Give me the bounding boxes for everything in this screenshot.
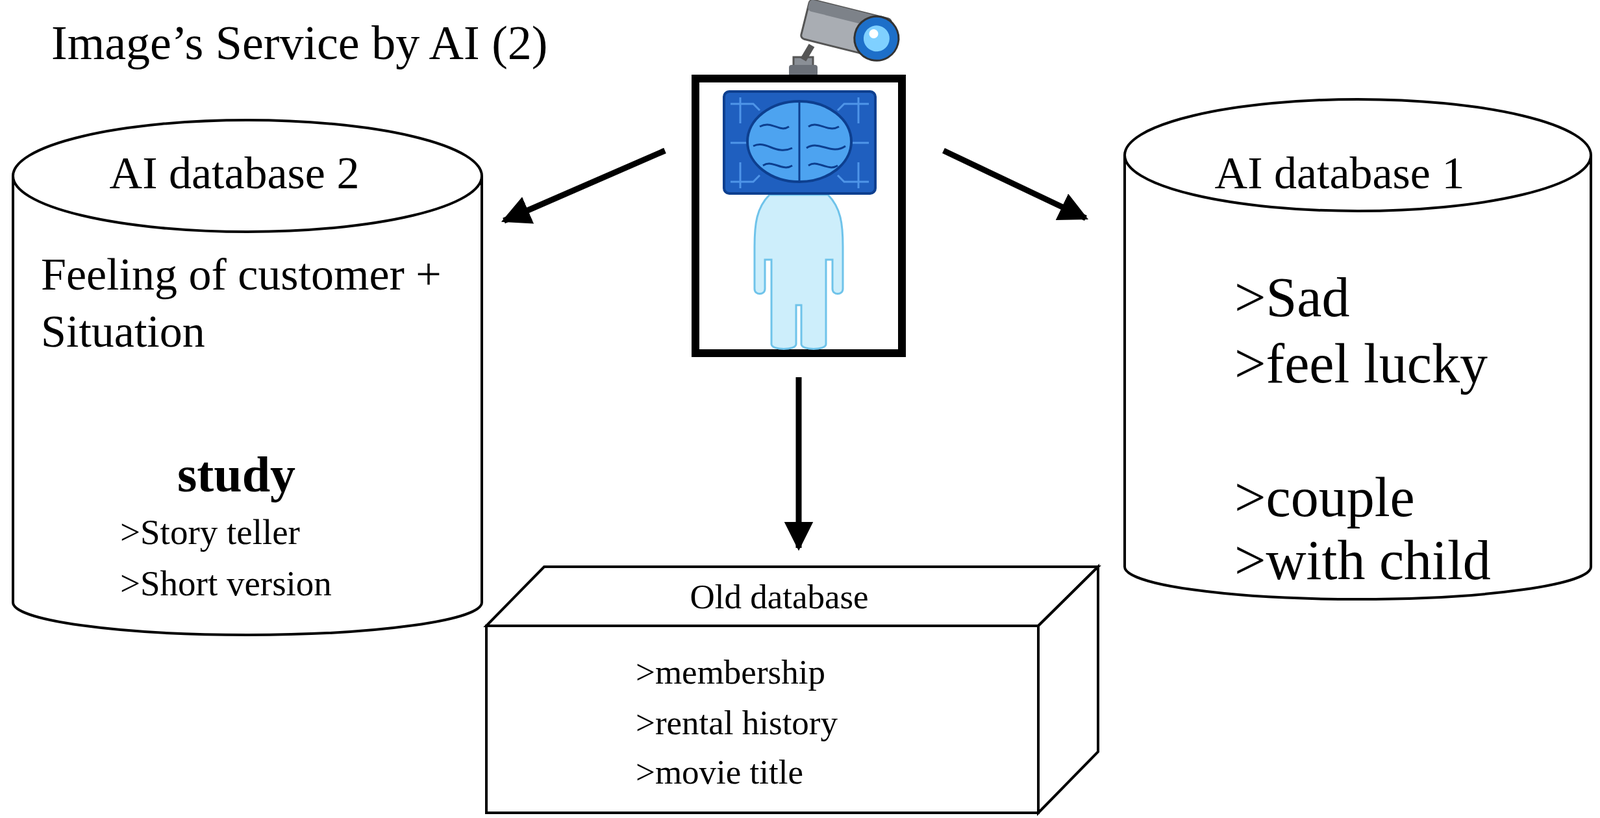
study-label: study <box>106 442 367 507</box>
database-cylinder: AI database 2 Feeling of customer + Situa… <box>10 117 485 638</box>
list-item: >membership <box>635 650 1000 694</box>
database-heading: Old database <box>597 575 962 619</box>
diagram-title: Image’s Service by AI (2) <box>51 16 548 70</box>
list-item: >Story teller <box>120 510 458 556</box>
list-item: >feel lucky <box>1234 329 1573 400</box>
list-item: >with child <box>1234 525 1573 597</box>
list-item: >Sad <box>1234 262 1573 334</box>
list-item: >couple <box>1234 462 1573 534</box>
database-note: Feeling of customer + Situation <box>40 246 476 360</box>
list-item: >movie title <box>635 750 1000 794</box>
database-cylinder: AI database 1 >Sad>feel lucky >couple>with… <box>1122 96 1594 602</box>
ai-person <box>724 91 876 350</box>
arrow <box>796 377 802 549</box>
arrow <box>943 150 1086 219</box>
frame <box>695 78 902 354</box>
list-item: >Short version <box>120 561 458 607</box>
database-heading: AI database 2 <box>33 144 436 202</box>
list-item: >rental history <box>635 701 1000 745</box>
database-heading: AI database 1 <box>1138 144 1541 202</box>
camera-icon <box>788 0 904 81</box>
arrow <box>503 150 665 221</box>
database-box: Old database >membership >rental history >m… <box>484 564 1100 815</box>
